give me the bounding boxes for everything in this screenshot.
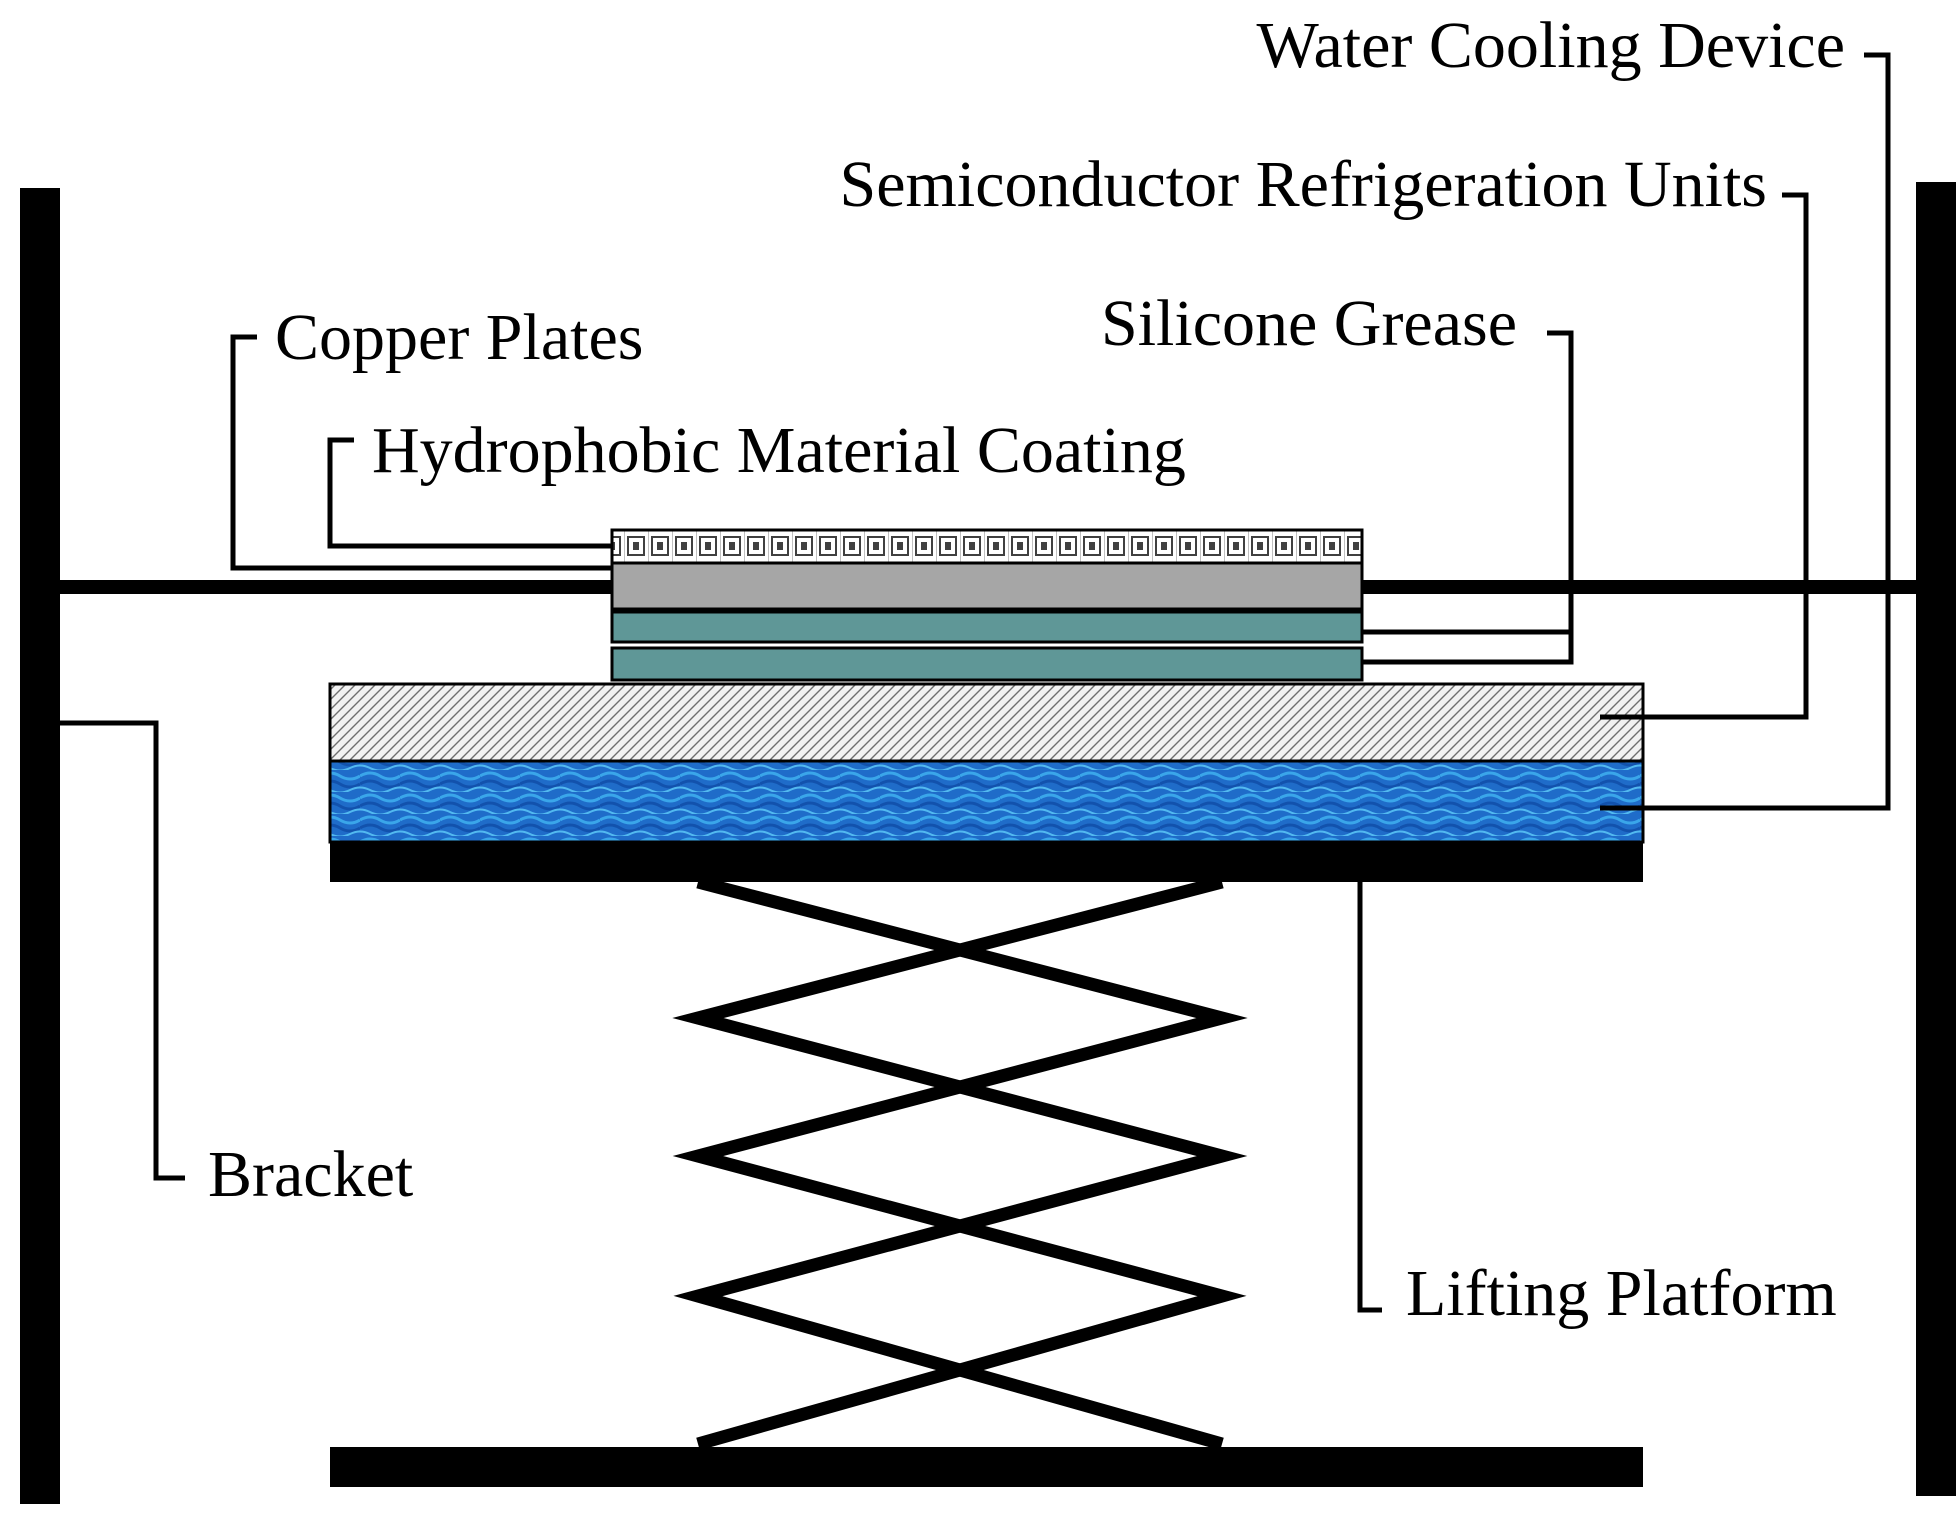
leader-lifting-platform xyxy=(1357,882,1382,1313)
label-semiconductor-refrigeration-units: Semiconductor Refrigeration Units xyxy=(840,148,1767,221)
label-lifting-platform: Lifting Platform xyxy=(1406,1257,1837,1330)
leader-bracket xyxy=(60,720,185,1181)
copper-plate-layer xyxy=(610,561,1364,611)
label-bracket: Bracket xyxy=(208,1138,413,1211)
water-cooling-block xyxy=(328,759,1645,844)
hydrophobic-coating-layer xyxy=(610,528,1364,565)
leader-copper-plates xyxy=(230,334,612,571)
support-bar-left xyxy=(40,580,612,594)
label-hydrophobic-material-coating: Hydrophobic Material Coating xyxy=(372,414,1186,487)
leader-semiconductor-refrigeration-units xyxy=(1600,192,1809,720)
leader-silicone-grease-upper xyxy=(1362,330,1574,635)
refrigeration-plate xyxy=(328,682,1645,763)
leader-water-cooling-device xyxy=(1600,52,1891,811)
scissor-linkage-b xyxy=(672,875,1248,1451)
leader-silicone-grease-lower xyxy=(1362,632,1574,665)
semiconductor-unit-upper xyxy=(610,610,1364,644)
leader-hydrophobic-material-coating xyxy=(327,437,612,549)
label-copper-plates: Copper Plates xyxy=(275,301,643,374)
label-water-cooling-device: Water Cooling Device xyxy=(1257,9,1846,82)
support-bar-right xyxy=(1360,580,1936,594)
lifting-platform-base xyxy=(330,1447,1643,1487)
semiconductor-unit-lower xyxy=(610,646,1364,682)
bracket-right-post xyxy=(1916,182,1956,1496)
bracket-left-post xyxy=(20,188,60,1504)
lifting-platform-top xyxy=(330,842,1643,882)
scissor-linkage-a xyxy=(672,875,1248,1451)
label-silicone-grease: Silicone Grease xyxy=(1101,287,1517,360)
